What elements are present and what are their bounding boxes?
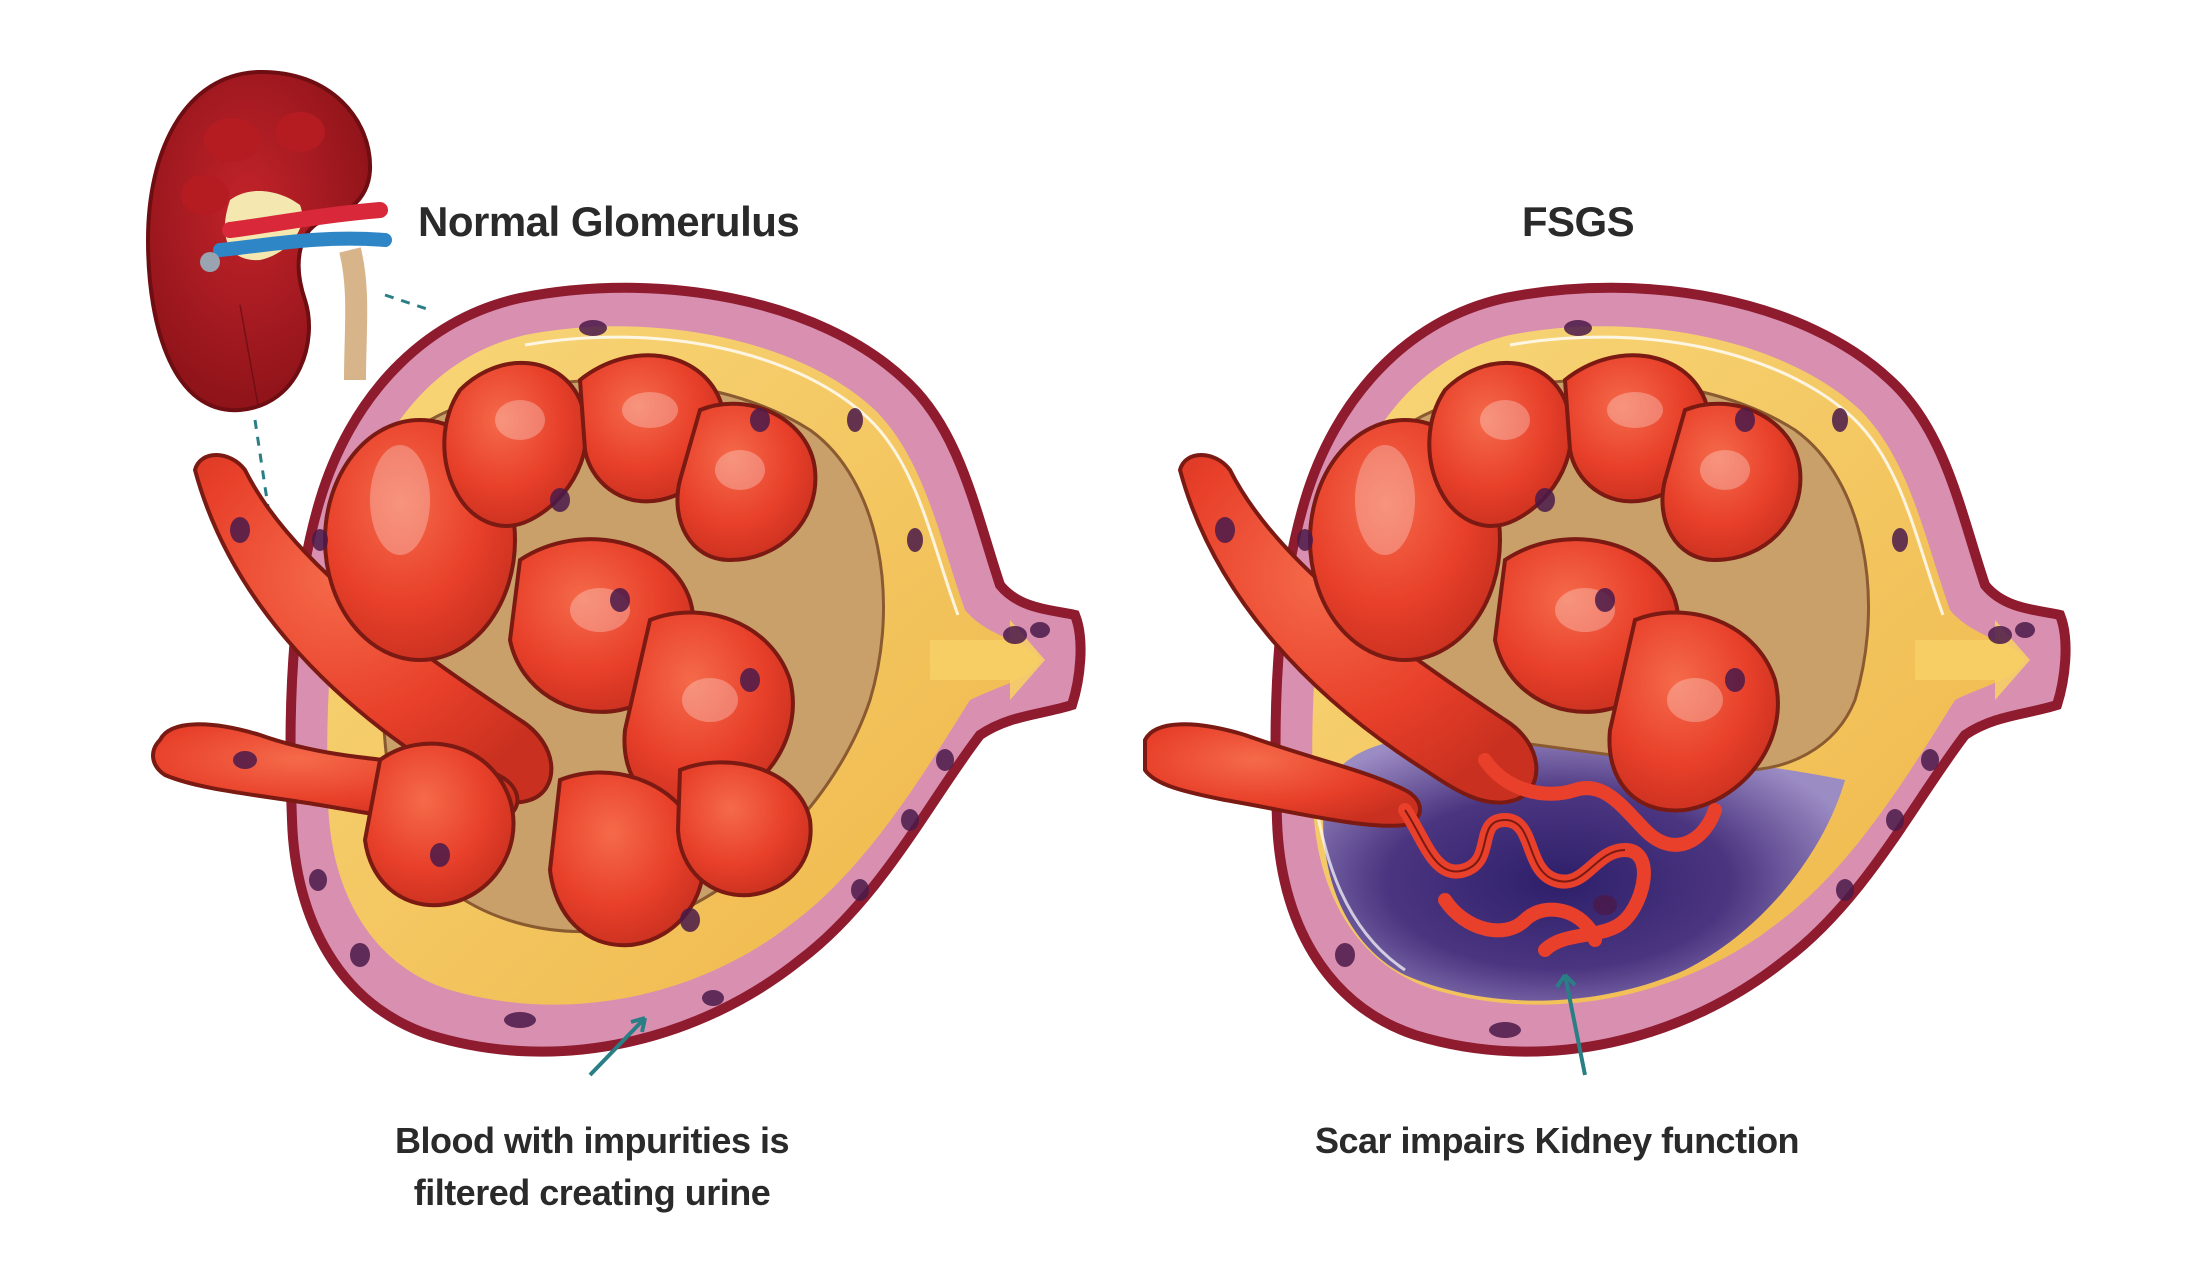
caption-leader-line xyxy=(588,1016,647,1077)
normal-glomerulus-title: Normal Glomerulus xyxy=(418,198,800,245)
fsgs-title: FSGS xyxy=(1521,198,1635,245)
fsgs-glomerulus xyxy=(1143,282,2071,1076)
scarred-capillary-outlines xyxy=(1404,809,1626,883)
kidney-icon xyxy=(145,69,392,413)
fsgs-caption: Scar impairs Kidney function xyxy=(1314,1115,1800,1167)
caption-leader-line xyxy=(1563,974,1587,1076)
capillary-loops xyxy=(151,353,818,948)
cell-nuclei xyxy=(1215,320,2035,1038)
fsgs-caption-line-1: Scar impairs Kidney function xyxy=(1314,1120,1800,1161)
normal-glomerulus xyxy=(151,282,1086,1077)
capillary-loops xyxy=(1143,353,1803,828)
normal-caption: Blood with impurities is filtered creati… xyxy=(394,1115,790,1219)
normal-caption-line-2: filtered creating urine xyxy=(413,1172,771,1213)
cell-nuclei xyxy=(230,320,1050,1028)
zoom-leader-lines xyxy=(253,293,431,521)
normal-caption-line-1: Blood with impurities is xyxy=(394,1120,790,1161)
